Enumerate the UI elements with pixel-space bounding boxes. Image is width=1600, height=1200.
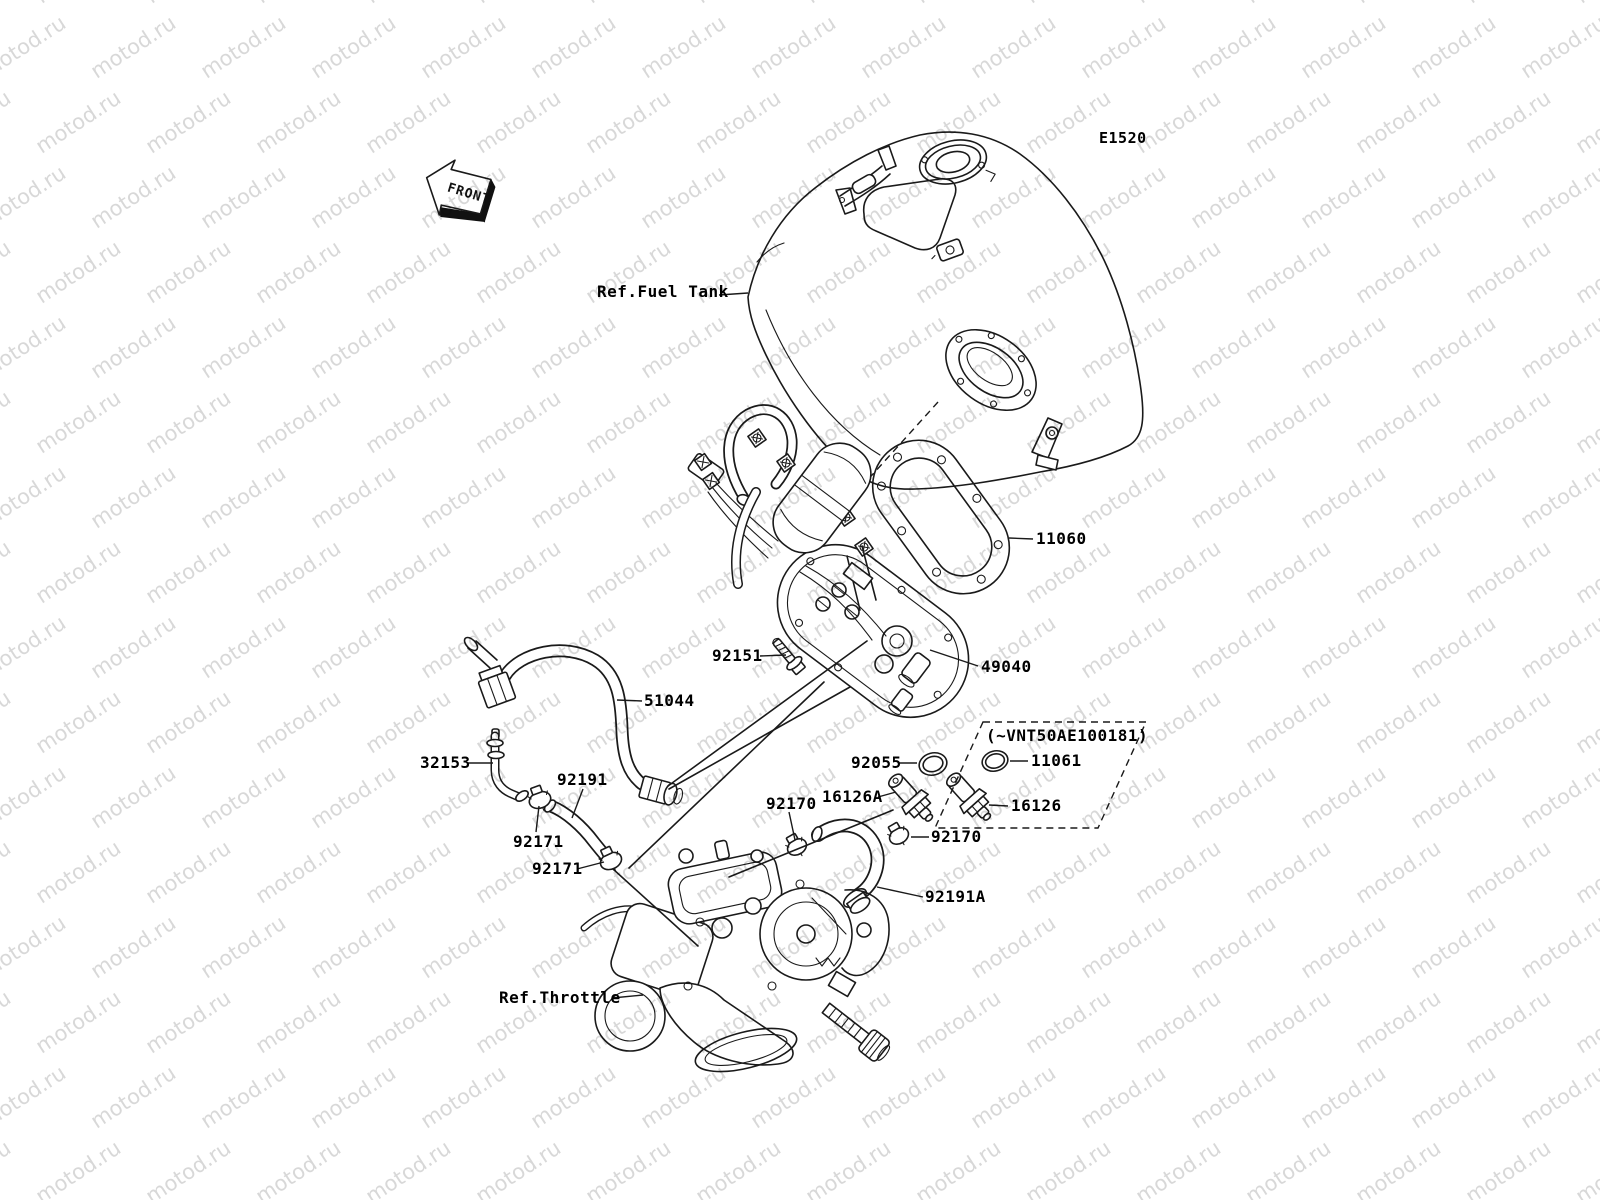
label-16126: 16126 [1011,796,1062,815]
oring-11061-drawing [981,749,1009,773]
throttle-body-drawing [580,839,891,1073]
tank-bracket [835,145,897,215]
tank-fitting [931,238,964,262]
label-92171-a: 92171 [513,832,564,851]
bolt-92151-drawing [772,637,806,676]
code-e1520: E1520 [1099,129,1147,147]
pipe-32153-drawing [486,728,529,802]
front-arrow: FRONT [425,159,496,223]
label-92170-a: 92170 [766,794,817,813]
leader-layer [467,292,1034,999]
label-variant-box: (~VNT50AE100181) [986,726,1149,745]
leader-line-label-92171-a [535,805,540,833]
tank-console-recess [862,178,957,251]
clamp-92170-b-drawing [887,821,910,846]
leader-line-label-ref-throttle [611,994,644,999]
clamp-92171-a-drawing [527,784,552,811]
label-92170-b: 92170 [931,827,982,846]
tank-side-bracket [1031,417,1063,471]
clamp-92171-b-drawing [598,845,623,872]
label-51044: 51044 [644,691,695,710]
fuel-pump-49040-drawing [687,404,970,719]
label-32153: 32153 [420,753,471,772]
hose-92191a-drawing [811,818,885,914]
sensor-16126a-drawing [887,773,934,822]
label-92171-b: 92171 [532,859,583,878]
leader-line-label-92170-a [788,811,796,841]
label-ref-throttle: Ref.Throttle [499,988,621,1007]
leader-line-label-92151 [759,654,787,657]
leader-line-label-92191 [571,788,584,819]
leader-line-label-ref-fuel-tank [718,292,749,296]
leader-line-label-92191a [876,886,924,898]
variant-dashed-box [933,721,1148,829]
leader-line-label-16126 [988,804,1009,807]
gasket-11060-drawing [871,439,1011,595]
label-92055: 92055 [851,753,902,772]
label-ref-fuel-tank: Ref.Fuel Tank [597,282,729,301]
leader-line-label-49040 [929,649,979,667]
connection-lines [612,640,894,947]
label-49040: 49040 [981,657,1032,676]
label-11060: 11060 [1036,529,1087,548]
leader-line-label-51044 [616,699,643,702]
label-11061: 11061 [1031,751,1082,770]
oring-92055-drawing [918,751,948,777]
leader-line-label-11060 [1008,537,1034,540]
leader-line-label-92171-b [576,861,605,870]
leader-line-label-16126a [877,791,897,798]
hose-51044-drawing [463,636,684,806]
label-92191a: 92191A [925,887,986,906]
label-16126a: 16126A [822,787,883,806]
pump-hole-flange [945,328,1037,412]
label-92191: 92191 [557,770,608,789]
label-92151: 92151 [712,646,763,665]
filler-cap [918,139,996,185]
